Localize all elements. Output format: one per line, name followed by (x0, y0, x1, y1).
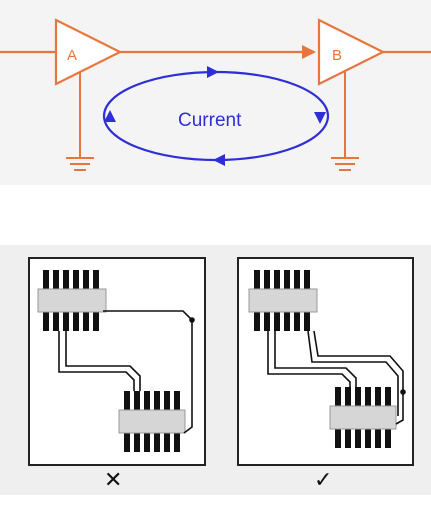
board-wrong-traces (58, 310, 195, 434)
buffer-b-triangle-icon (317, 18, 386, 86)
board-right-traces (267, 330, 406, 425)
buffer-b: B (317, 18, 386, 86)
board-right-chip-top (248, 270, 318, 331)
board-wrong (28, 257, 206, 466)
pcb-layout-comparison (0, 245, 431, 495)
ground-right-icon (331, 72, 359, 171)
current-label: Current (178, 110, 242, 131)
signal-arrow-icon (302, 45, 316, 59)
ground-left-icon (66, 72, 94, 171)
wrong-mark-icon: ✕ (104, 468, 123, 493)
current-loop-diagram: A B Current (0, 0, 431, 185)
buffer-a-label: A (67, 47, 77, 64)
current-arrow-bottom-icon (213, 154, 225, 166)
buffer-a: A (54, 18, 123, 86)
current-arrow-left-icon (104, 110, 116, 122)
current-arrow-right-icon (314, 112, 326, 124)
buffer-b-label: B (332, 47, 342, 64)
check-mark-icon: ✓ (314, 468, 333, 493)
board-wrong-chip-top (37, 270, 107, 331)
buffer-a-triangle-icon (54, 18, 123, 86)
board-right (237, 257, 414, 466)
board-right-chip-bottom (329, 387, 397, 448)
current-arrow-top-icon (207, 66, 219, 78)
board-wrong-chip-bottom (118, 391, 186, 452)
